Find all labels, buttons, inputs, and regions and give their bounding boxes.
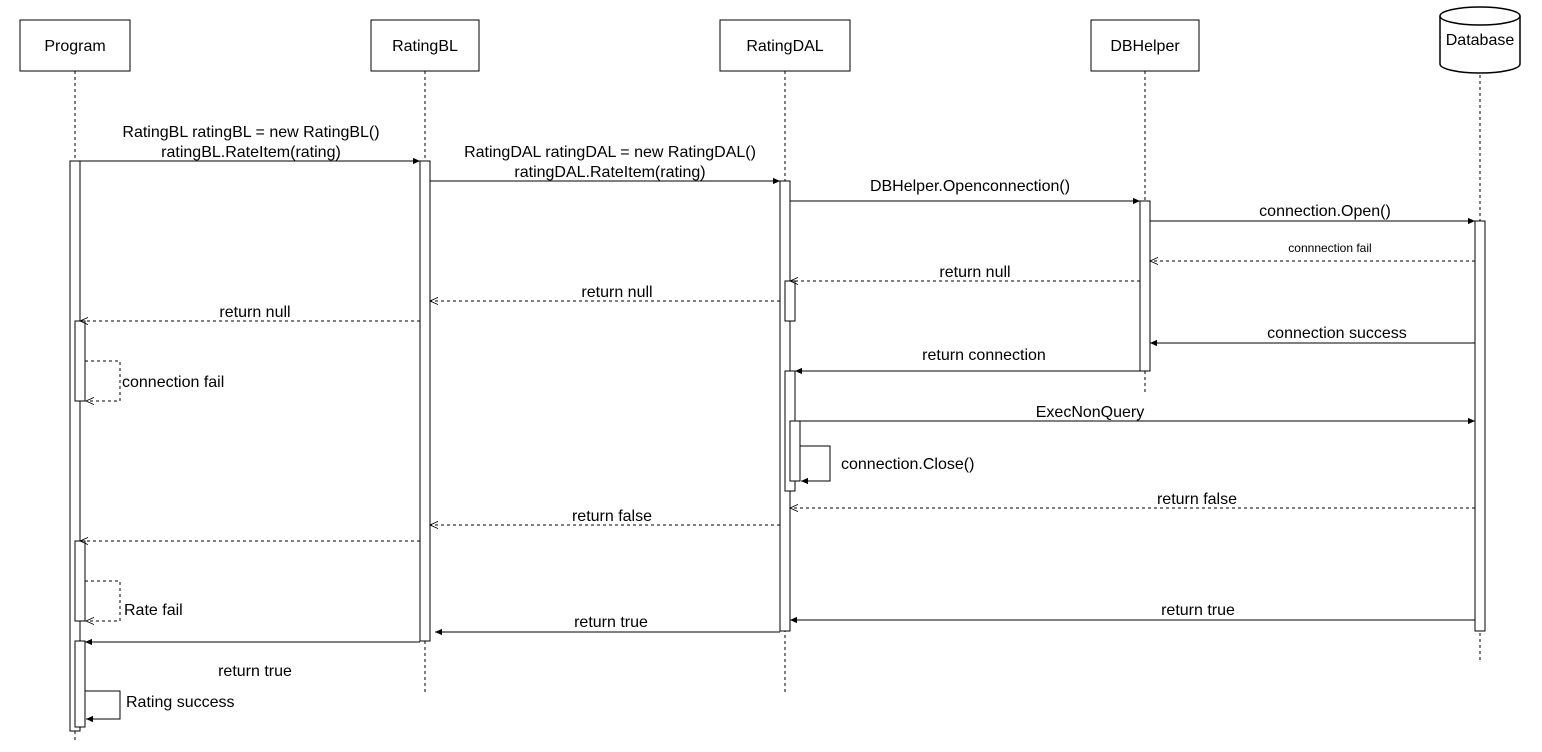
message-label: Rating success <box>126 694 235 711</box>
message-label: connection.Close() <box>841 456 974 473</box>
participant-label-database: Database <box>1446 32 1515 49</box>
participant-box-ratingbl <box>370 19 480 72</box>
activation-bar-program <box>74 540 86 622</box>
participant-label-dbhelper: DBHelper <box>1110 38 1180 55</box>
activation-bar-program <box>74 640 86 728</box>
message-m3: DBHelper.Openconnection() <box>790 178 1140 205</box>
message-m15: return false <box>430 508 780 525</box>
message-m8: return null <box>80 304 420 321</box>
message-label: return null <box>581 284 652 301</box>
message-label: ratingBL.RateItem(rating) <box>161 144 341 161</box>
activation-bar-dbhelper <box>1139 200 1151 372</box>
self-message-arrow <box>85 580 121 621</box>
message-label: return null <box>939 264 1010 281</box>
message-label: return true <box>574 614 648 631</box>
activation-bar-ratingdal <box>789 420 801 482</box>
message-m5: connnection fail <box>1150 241 1475 261</box>
message-label: Rate fail <box>124 602 183 619</box>
lifelines <box>74 71 1481 742</box>
message-label: return true <box>218 663 292 680</box>
activation-bar-program <box>74 320 86 402</box>
database-icon <box>1439 6 1521 74</box>
self-message-arrow <box>85 360 121 401</box>
participant-box-ratingdal <box>719 19 851 72</box>
message-m20: return true <box>85 638 420 680</box>
message-label: RatingBL ratingBL = new RatingBL() <box>122 124 379 141</box>
message-m7: return null <box>430 284 780 301</box>
activation-bar-database <box>1474 220 1486 632</box>
message-label: return connection <box>922 347 1046 364</box>
message-label: ratingDAL.RateItem(rating) <box>514 164 705 181</box>
messages: RatingBL ratingBL = new RatingBL() rating… <box>80 124 1475 723</box>
message-m1: RatingBL ratingBL = new RatingBL() rating… <box>80 124 420 165</box>
message-label: connection fail <box>122 374 224 391</box>
message-m9: connection fail <box>85 360 224 401</box>
message-label: return null <box>219 304 290 321</box>
self-message-arrow <box>800 445 831 485</box>
participants: Program RatingBL RatingDAL DBHelper Database <box>19 6 1521 74</box>
message-m12: ExecNonQuery <box>795 404 1475 425</box>
activation-bar-program <box>69 160 81 732</box>
message-label: return false <box>1157 491 1237 508</box>
activation-bars <box>69 160 1486 732</box>
message-m6: return null <box>790 264 1140 281</box>
self-message-arrow <box>85 690 121 723</box>
message-m19: return true <box>435 614 780 636</box>
participant-box-dbhelper <box>1090 19 1200 72</box>
participant-box-program <box>19 19 131 72</box>
message-m17: Rate fail <box>85 580 183 621</box>
activation-bar-ratingdal <box>784 280 796 322</box>
message-m4: connection.Open() <box>1150 203 1475 225</box>
message-label: DBHelper.Openconnection() <box>870 178 1070 195</box>
message-label: return false <box>572 508 652 525</box>
message-m10: connection success <box>1150 325 1475 347</box>
message-m11: return connection <box>795 347 1140 375</box>
participant-label-ratingdal: RatingDAL <box>746 38 823 55</box>
message-label: connection.Open() <box>1259 203 1391 220</box>
message-label: connnection fail <box>1288 241 1371 255</box>
message-m21: Rating success <box>85 690 235 723</box>
message-label: return true <box>1161 602 1235 619</box>
message-label: connection success <box>1267 325 1407 342</box>
participant-label-program: Program <box>44 38 105 55</box>
participant-label-ratingbl: RatingBL <box>392 38 458 55</box>
activation-bar-ratingbl <box>419 160 431 642</box>
message-label: ExecNonQuery <box>1036 404 1145 421</box>
message-m13: connection.Close() <box>800 445 974 485</box>
message-label: RatingDAL ratingDAL = new RatingDAL() <box>464 144 756 161</box>
message-m18: return true <box>790 602 1475 624</box>
message-m14: return false <box>790 491 1475 508</box>
message-m2: RatingDAL ratingDAL = new RatingDAL() rat… <box>430 144 780 185</box>
